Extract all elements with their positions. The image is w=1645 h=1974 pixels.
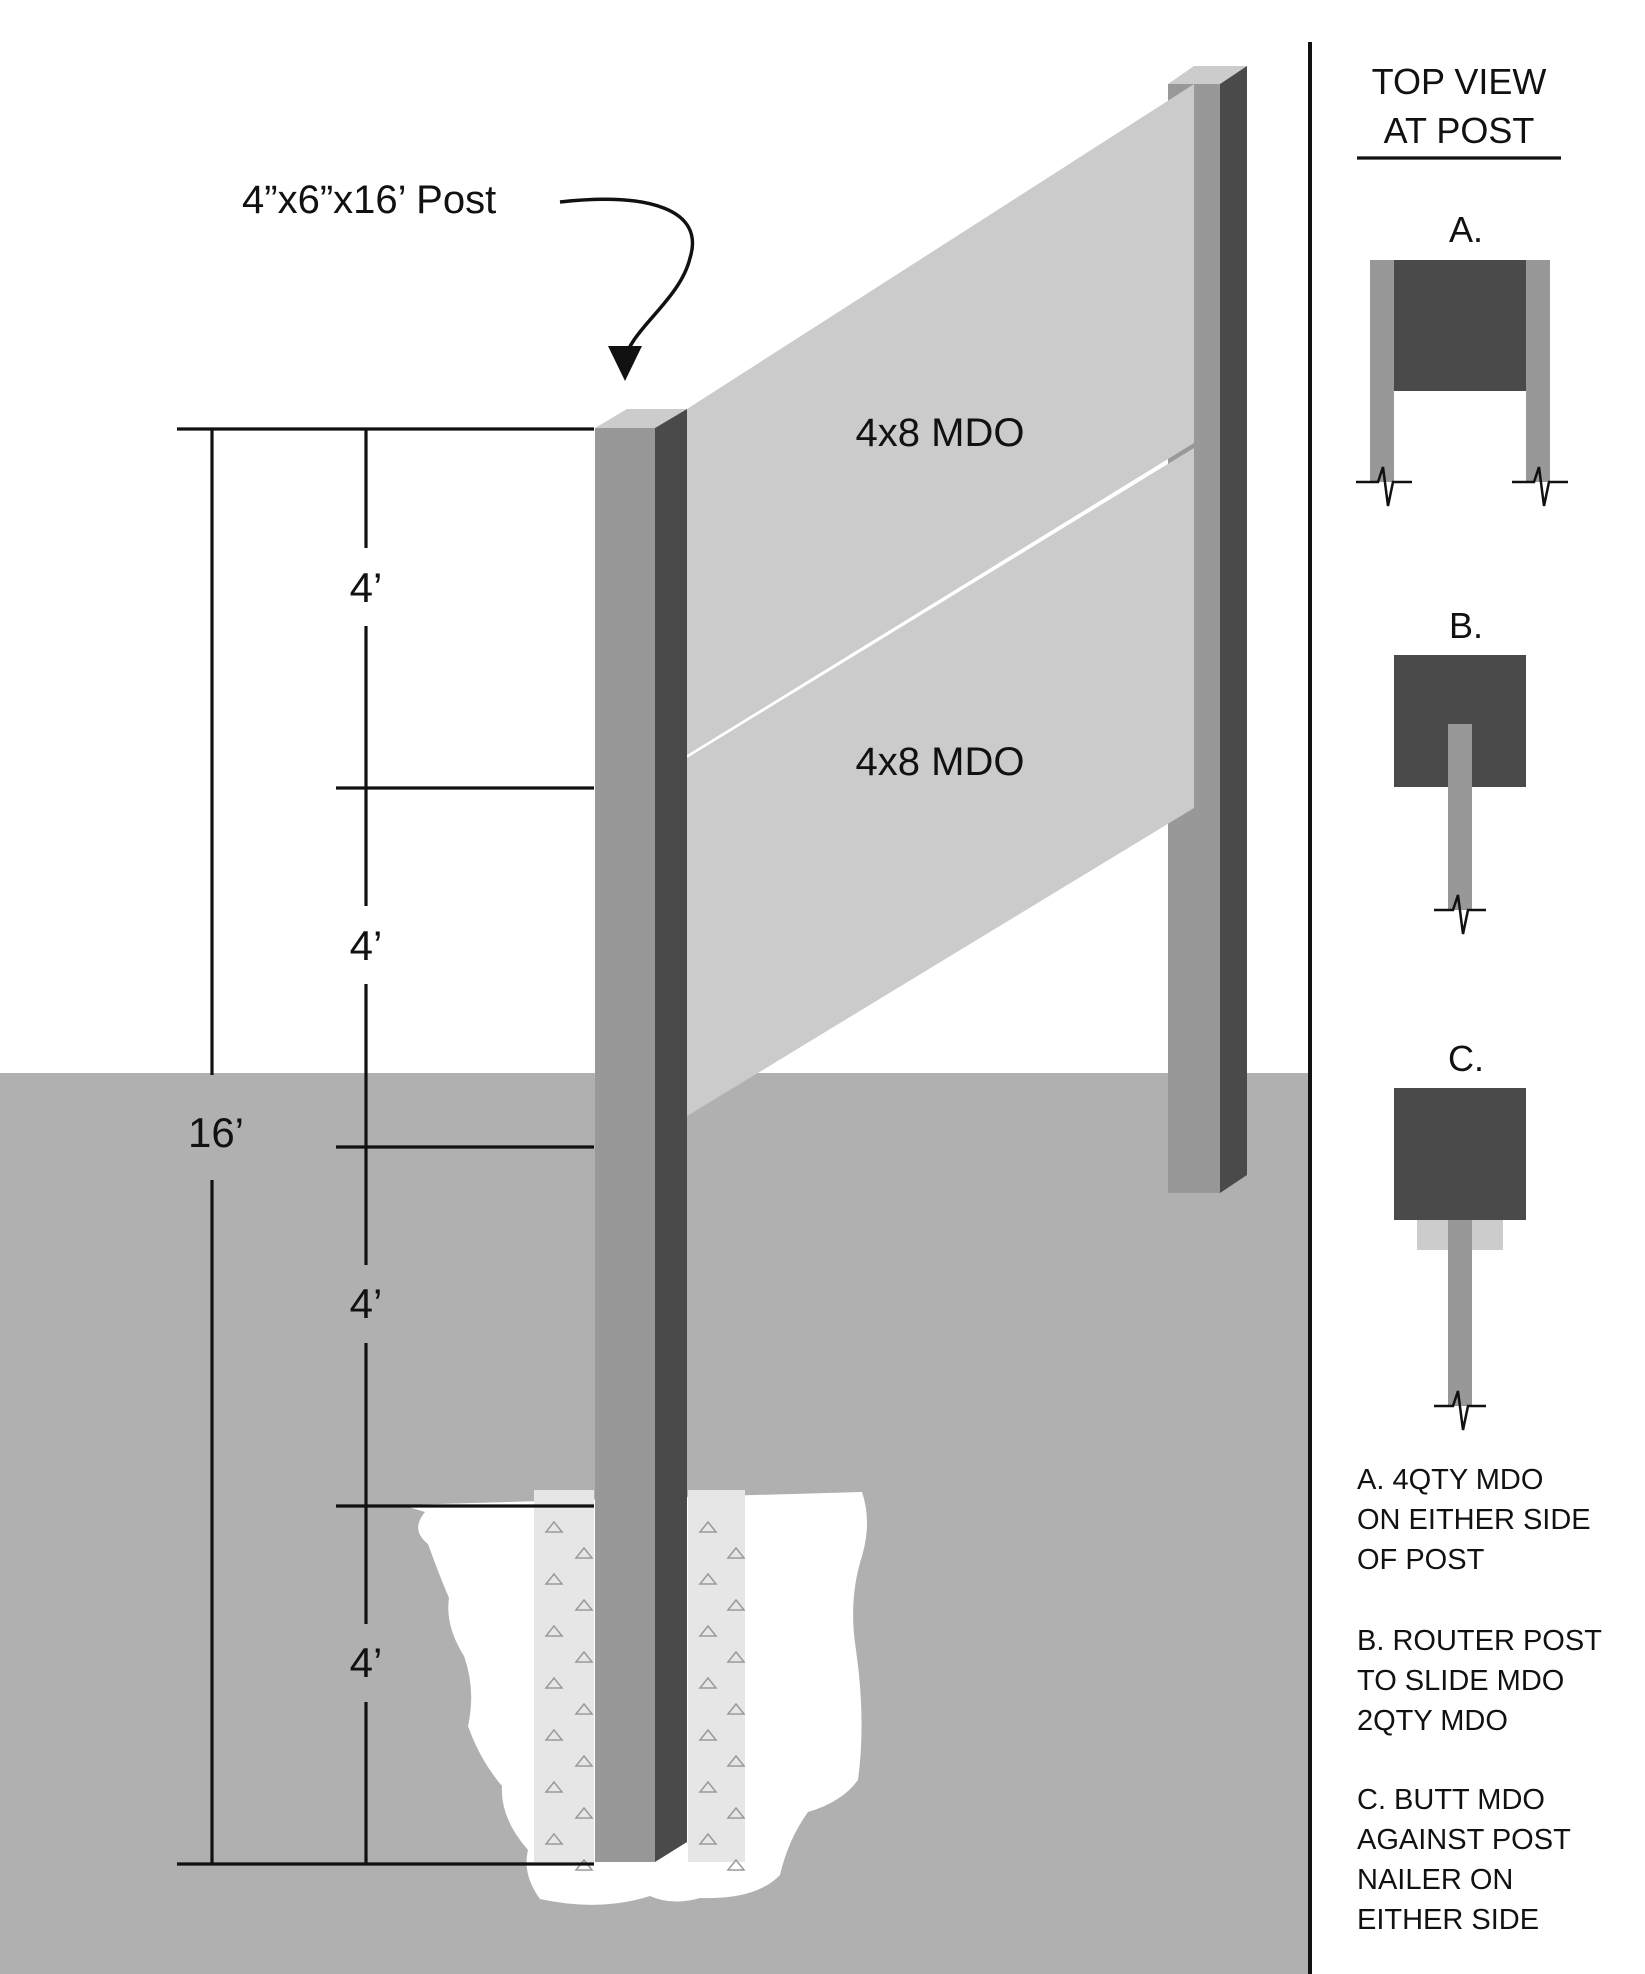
detail-a-label: A. [1449,209,1483,250]
note-c-line-1: C. BUTT MDO [1357,1784,1545,1816]
mdo-panel-upper [687,84,1194,755]
post-label: 4”x6”x16’ Post [242,178,496,222]
note-c-line-4: EITHER SIDE [1357,1904,1539,1936]
note-b-line-2: TO SLIDE MDO [1357,1665,1564,1697]
detail-b: B. [1394,605,1526,935]
note-b-line-1: B. ROUTER POST [1357,1625,1602,1657]
aggregate-mark [698,1676,718,1689]
detail-b-label: B. [1449,605,1483,646]
aggregate-mark [726,1598,746,1611]
total-height-label: 16’ [188,1109,244,1156]
aggregate-mark [726,1858,746,1871]
aggregate-mark [544,1780,564,1793]
segment-label-2: 4’ [350,922,383,969]
aggregate-mark [574,1650,594,1663]
note-a-line-1: A. 4QTY MDO [1357,1464,1543,1496]
aggregate-mark [698,1572,718,1585]
aggregate-mark [544,1676,564,1689]
break-line-b [1434,894,1486,935]
aggregate-mark [726,1546,746,1559]
dimension-labels: 4’ 4’ 4’ 4’ 16’ [188,564,382,1686]
aggregate-mark [544,1624,564,1637]
aggregate-mark [544,1728,564,1741]
detail-c: C. [1394,1038,1526,1431]
panel-label-lower: 4x8 MDO [856,740,1025,784]
concrete-fill-right [688,1490,745,1862]
callout-arrow [559,197,695,361]
aggregate-mark [698,1728,718,1741]
aggregate-mark [574,1546,594,1559]
aggregate-mark [726,1806,746,1819]
break-line-a-right [1512,466,1568,507]
aggregate-mark [726,1702,746,1715]
note-a-line-2: ON EITHER SIDE [1357,1504,1591,1536]
aggregate-mark [574,1702,594,1715]
top-view-title-line-1: TOP VIEW [1372,61,1547,102]
top-view-panel: TOP VIEW AT POST A. B. C. [1356,61,1602,1936]
aggregate-mark [698,1780,718,1793]
panel-label-upper: 4x8 MDO [856,411,1025,455]
mdo-panel-lower [687,448,1194,1116]
aggregate-mark [544,1832,564,1845]
aggregate-mark [574,1754,594,1767]
concrete-fill-left [534,1490,594,1862]
notes: A. 4QTY MDO ON EITHER SIDE OF POST B. RO… [1357,1464,1602,1936]
aggregate-mark [544,1520,564,1533]
aggregate-mark [698,1624,718,1637]
note-c-line-2: AGAINST POST [1357,1824,1571,1856]
aggregate-mark [726,1754,746,1767]
aggregate-mark [698,1520,718,1533]
detail-a: A. [1356,209,1568,507]
note-c-line-3: NAILER ON [1357,1864,1513,1896]
near-post [595,409,687,1862]
break-line-c [1434,1390,1486,1431]
aggregate-mark [544,1572,564,1585]
aggregate-mark [574,1806,594,1819]
segment-label-3: 4’ [350,1280,383,1327]
aggregate-mark [574,1598,594,1611]
dimension-lines [177,427,594,1866]
break-line-a-left [1356,466,1412,507]
segment-label-4: 4’ [350,1639,383,1686]
aggregate-mark [698,1832,718,1845]
detail-c-label: C. [1448,1038,1484,1079]
note-a-line-3: OF POST [1357,1544,1485,1576]
aggregate-mark [726,1650,746,1663]
segment-label-1: 4’ [350,564,383,611]
top-view-title-line-2: AT POST [1384,110,1535,151]
callout-arrowhead [608,346,642,381]
note-b-line-3: 2QTY MDO [1357,1705,1508,1737]
